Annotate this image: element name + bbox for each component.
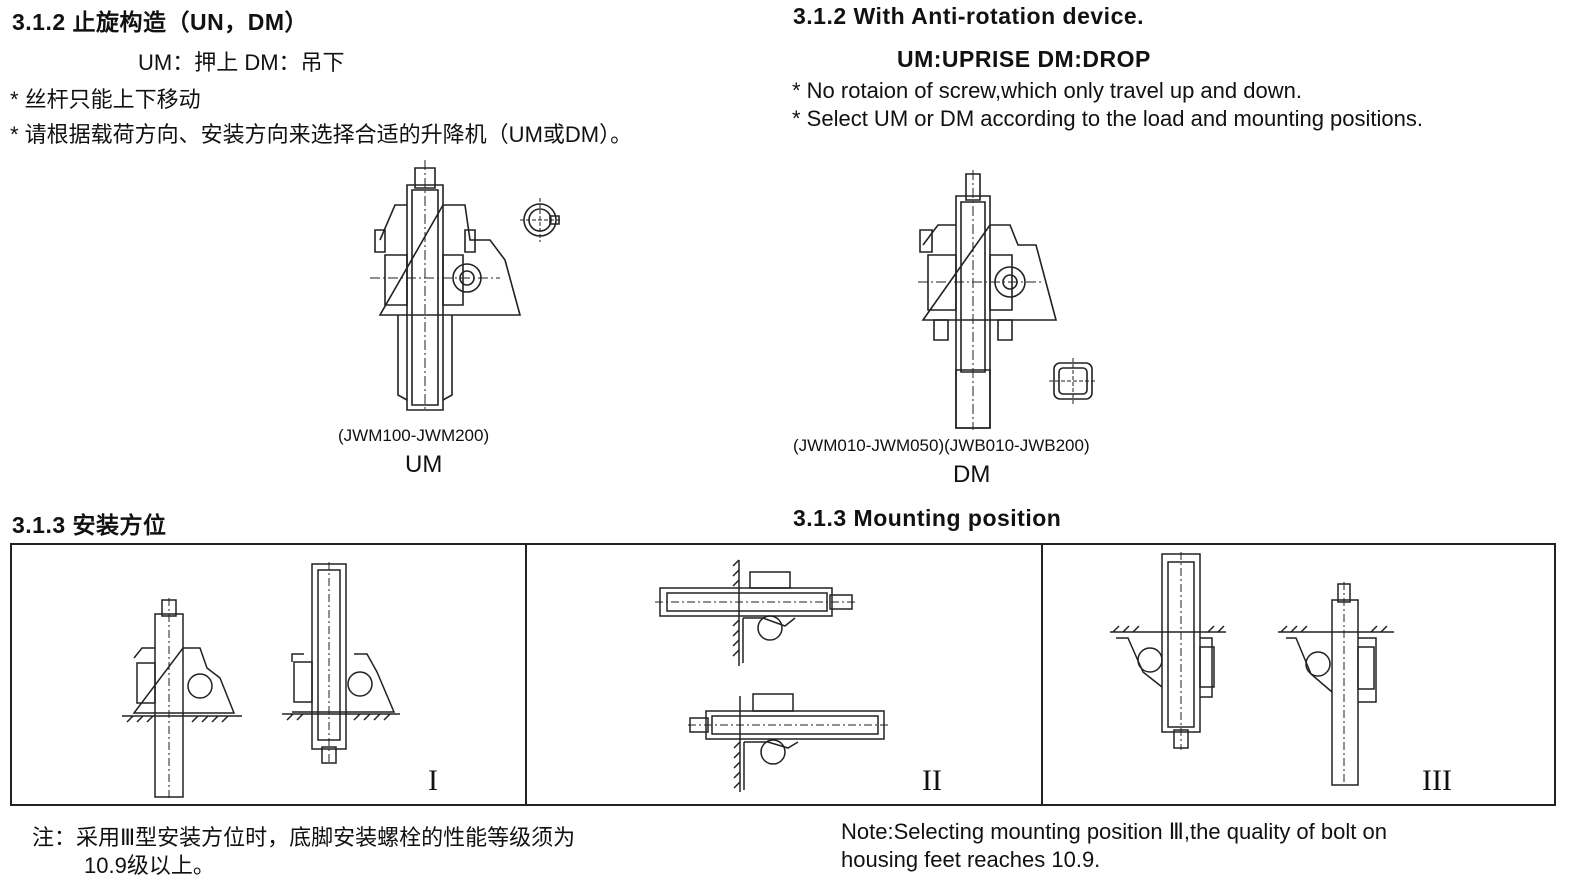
position-3-um-drawing — [1276, 582, 1396, 787]
mounting-position-panel — [10, 543, 1556, 806]
note-line-2-en: housing feet reaches 10.9. — [841, 847, 1101, 872]
note-line-1-en: Note:Selecting mounting position Ⅲ,the q… — [841, 819, 1387, 844]
um-jack-drawing — [370, 160, 570, 415]
position-2-label: II — [922, 764, 942, 797]
note-line-2-cn: 10.9级以上。 — [84, 853, 215, 878]
bullet-screw-only-en: * No rotaion of screw,which only travel … — [792, 78, 1302, 103]
heading-anti-rotation-cn: 3.1.2 止旋构造（UN，DM） — [12, 9, 309, 35]
bullet-select-en: * Select UM or DM according to the load … — [792, 106, 1423, 131]
heading-anti-rotation-en: 3.1.2 With Anti-rotation device. — [793, 3, 1145, 29]
position-3-label: III — [1422, 764, 1452, 797]
um-dm-line-cn: UM：押上 DM：吊下 — [138, 50, 345, 75]
heading-mounting-cn: 3.1.3 安装方位 — [12, 512, 167, 538]
um-model-range: (JWM100-JWM200) — [338, 426, 490, 445]
panel-divider — [525, 543, 527, 806]
bullet-screw-only-cn: * 丝杆只能上下移动 — [10, 87, 201, 112]
panel-divider — [1041, 543, 1043, 806]
heading-mounting-en: 3.1.3 Mounting position — [793, 505, 1062, 531]
um-label: UM — [405, 451, 443, 478]
dm-model-range: (JWM010-JWM050)(JWB010-JWB200) — [793, 436, 1090, 455]
note-line-1-cn: 注：采用Ⅲ型安装方位时，底脚安装螺栓的性能等级须为 — [32, 825, 576, 850]
dm-label: DM — [953, 461, 991, 488]
position-2-lower-drawing — [688, 686, 888, 796]
position-1-label: I — [428, 764, 438, 797]
bullet-select-cn: * 请根据载荷方向、安装方向来选择合适的升降机（UM或DM）。 — [10, 122, 633, 147]
position-1-dm-drawing — [282, 562, 402, 767]
dm-jack-drawing — [918, 170, 1098, 432]
position-3-dm-drawing — [1108, 552, 1228, 752]
position-2-upper-drawing — [655, 558, 855, 668]
um-dm-line-en: UM:UPRISE DM:DROP — [897, 46, 1151, 72]
position-1-um-drawing — [122, 598, 242, 800]
